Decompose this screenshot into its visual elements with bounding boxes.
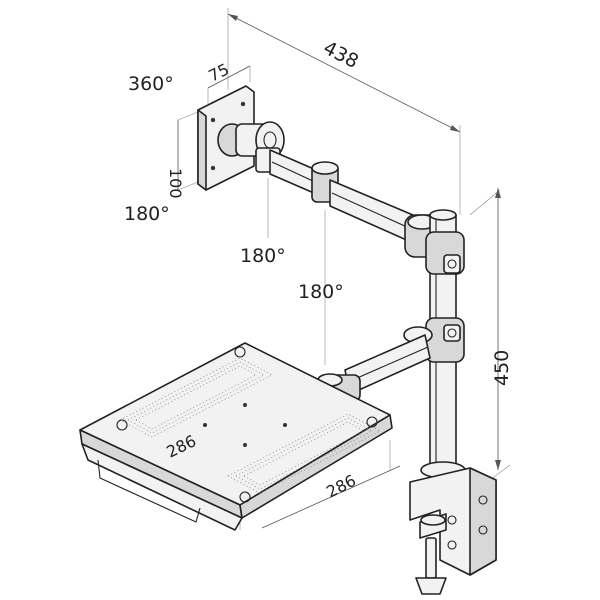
rotation-360-label: 360° bbox=[128, 73, 174, 95]
tilt-180-label: 180° bbox=[124, 203, 170, 225]
laptop-tray bbox=[79, 342, 393, 531]
lower-collar bbox=[425, 317, 465, 363]
dimension-450 bbox=[469, 188, 511, 481]
lower-swivel-180-label: 180° bbox=[298, 281, 344, 303]
width-438-label: 438 bbox=[320, 37, 362, 73]
tray-vent-right bbox=[227, 413, 381, 494]
tray-vent-left bbox=[119, 357, 273, 438]
height-450-label: 450 bbox=[491, 350, 513, 386]
tray-width-286-label: 286 bbox=[323, 471, 359, 502]
upper-arm-inner bbox=[329, 179, 440, 258]
arm-swivel-180-label: 180° bbox=[240, 245, 286, 267]
dimension-vesa-75 bbox=[207, 65, 251, 104]
dimension-438 bbox=[227, 8, 461, 215]
vesa-100-label: 100 bbox=[166, 168, 185, 199]
upper-arm-outer bbox=[269, 149, 339, 203]
upper-collar bbox=[425, 231, 465, 275]
lower-arm bbox=[317, 326, 433, 402]
desk-clamp bbox=[409, 461, 497, 595]
dimension-vesa-100 bbox=[177, 111, 199, 191]
